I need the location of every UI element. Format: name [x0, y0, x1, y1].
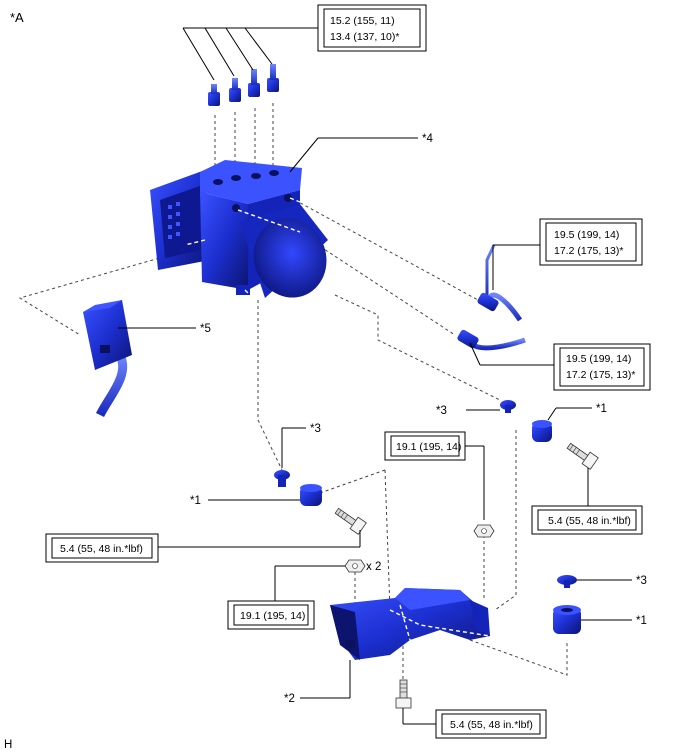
torque-bolt-left: 5.4 (55, 48 in.*lbf) [60, 543, 143, 555]
grommet-upper-right: *1 [532, 403, 607, 442]
nut-left: x 2 19.1 (195, 14) [227, 559, 381, 630]
callout-bracket: *2 [284, 693, 295, 705]
corner-label: *A [10, 10, 24, 25]
callout-actuator-label: *4 [422, 133, 433, 145]
bolt-upper-right: 5.4 (55, 48 in.*lbf) [531, 442, 643, 535]
mounting-bracket: *2 [284, 588, 491, 705]
brake-line-fittings [208, 64, 279, 106]
torque-brake-lines-top-1: 15.2 (155, 11) [330, 15, 395, 27]
right-brake-line-b: 19.5 (199, 14) 17.2 (175, 13)* [457, 329, 651, 391]
callout-cushion-upper-left: *3 [310, 423, 321, 435]
bolt-upper-left: 5.4 (55, 48 in.*lbf) [45, 507, 367, 563]
footer-code: H [4, 739, 12, 751]
torque-brake-line-right-b-1: 19.5 (199, 14) [566, 353, 631, 365]
cushion-upper-left: *3 [274, 423, 321, 487]
nut-center: 19.1 (195, 14) [384, 431, 495, 538]
grommet-upper-left: *1 [190, 484, 322, 507]
bolt-bottom: 5.4 (55, 48 in.*lbf) [395, 679, 547, 739]
callout-cushion-upper-right: *3 [436, 405, 447, 417]
cushion-lower-right: *3 [557, 575, 647, 588]
torque-brake-line-right-a-1: 19.5 (199, 14) [554, 229, 619, 241]
quantity-note: x 2 [366, 561, 381, 573]
grommet-lower-right: *1 [553, 605, 647, 634]
torque-bolt-right: 5.4 (55, 48 in.*lbf) [548, 515, 631, 527]
torque-box-top: 15.2 (155, 11) 13.4 (137, 10)* [182, 4, 427, 81]
callout-grommet-upper-right: *1 [596, 403, 607, 415]
torque-nut-left: 19.1 (195, 14) [240, 610, 305, 622]
torque-nut-center: 19.1 (195, 14) [396, 441, 461, 453]
callout-actuator: *4 [289, 133, 433, 173]
callout-cushion-lower-right: *3 [636, 575, 647, 587]
callout-grommet-lower-right: *1 [636, 615, 647, 627]
brake-actuator-assembly [150, 160, 328, 301]
right-brake-line-a: 19.5 (199, 14) 17.2 (175, 13)* [477, 218, 643, 322]
cushion-upper-right: *3 [436, 400, 516, 417]
torque-bolt-bottom: 5.4 (55, 48 in.*lbf) [450, 719, 533, 731]
torque-brake-lines-top-2: 13.4 (137, 10)* [330, 31, 399, 43]
callout-connector-label: *5 [200, 323, 211, 335]
wire-harness-connector: *5 [83, 300, 211, 418]
torque-brake-line-right-b-2: 17.2 (175, 13)* [566, 369, 635, 381]
callout-grommet-upper-left: *1 [190, 495, 201, 507]
torque-brake-line-right-a-2: 17.2 (175, 13)* [554, 245, 623, 257]
